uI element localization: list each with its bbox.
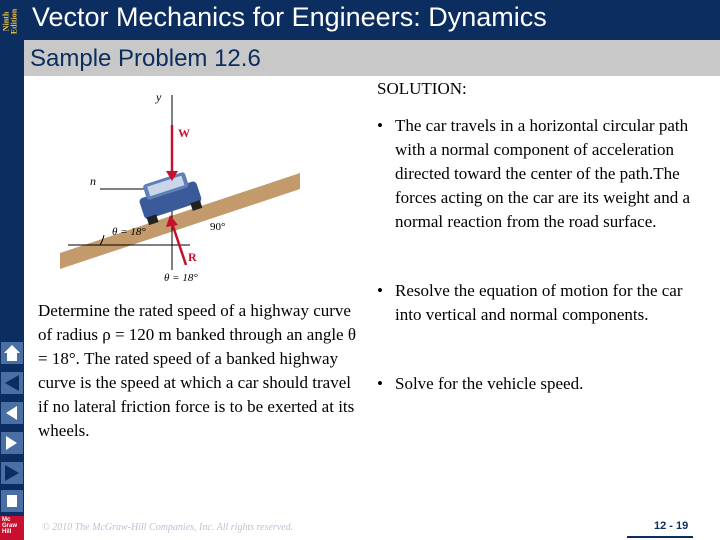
solution-bullet-text: The car travels in a horizontal circular… <box>395 116 691 231</box>
bullet-dot: • <box>377 281 383 300</box>
page-number: 12 - 19 <box>654 520 689 532</box>
banked-curve-figure: y n W R θ = 18° 90° θ = 18° <box>60 90 300 284</box>
edition-line2: Edition <box>9 8 19 35</box>
last-slide-icon[interactable] <box>1 462 23 484</box>
first-slide-icon[interactable] <box>1 372 23 394</box>
y-axis-label: y <box>155 90 162 104</box>
previous-slide-icon[interactable] <box>1 402 23 424</box>
reaction-arrow <box>170 222 188 266</box>
bullet-dot: • <box>377 116 383 135</box>
solution-heading: SOLUTION: <box>377 79 467 98</box>
weight-label: W <box>178 126 190 140</box>
solution-bullet-text: Resolve the equation of motion for the c… <box>395 281 683 324</box>
edition-label: Ninth Edition <box>0 0 24 44</box>
reaction-arrowhead <box>166 215 178 227</box>
solution-bullet-3: • Solve for the vehicle speed. <box>377 372 713 396</box>
bank-angle-label: θ = 18° <box>112 226 146 238</box>
solution-bullet-1: • The car travels in a horizontal circul… <box>377 114 713 234</box>
solution-bullet-2: • Resolve the equation of motion for the… <box>377 279 713 327</box>
home-icon[interactable] <box>1 342 23 364</box>
right-angle-label: 90° <box>210 221 225 233</box>
reaction-label: R <box>188 250 197 264</box>
weight-arrowhead <box>166 171 178 181</box>
bullet-dot: • <box>377 374 383 393</box>
exit-icon[interactable] <box>1 490 23 512</box>
copyright-notice: © 2010 The McGraw-Hill Companies, Inc. A… <box>42 522 294 533</box>
page-number-underline <box>627 536 693 538</box>
solution-bullet-text: Solve for the vehicle speed. <box>395 374 584 393</box>
reaction-angle-label: θ = 18° <box>164 272 198 284</box>
slide-subtitle: Sample Problem 12.6 <box>30 45 261 72</box>
problem-statement: Determine the rated speed of a highway c… <box>38 301 356 440</box>
n-axis-label: n <box>90 174 96 188</box>
subtitle-bar: Sample Problem 12.6 <box>24 40 720 76</box>
car-illustration <box>139 172 203 226</box>
angle-arc <box>99 234 105 246</box>
slide-header: Vector Mechanics for Engineers: Dynamics… <box>24 0 720 76</box>
next-slide-icon[interactable] <box>1 432 23 454</box>
slide-title: Vector Mechanics for Engineers: Dynamics <box>32 2 547 32</box>
